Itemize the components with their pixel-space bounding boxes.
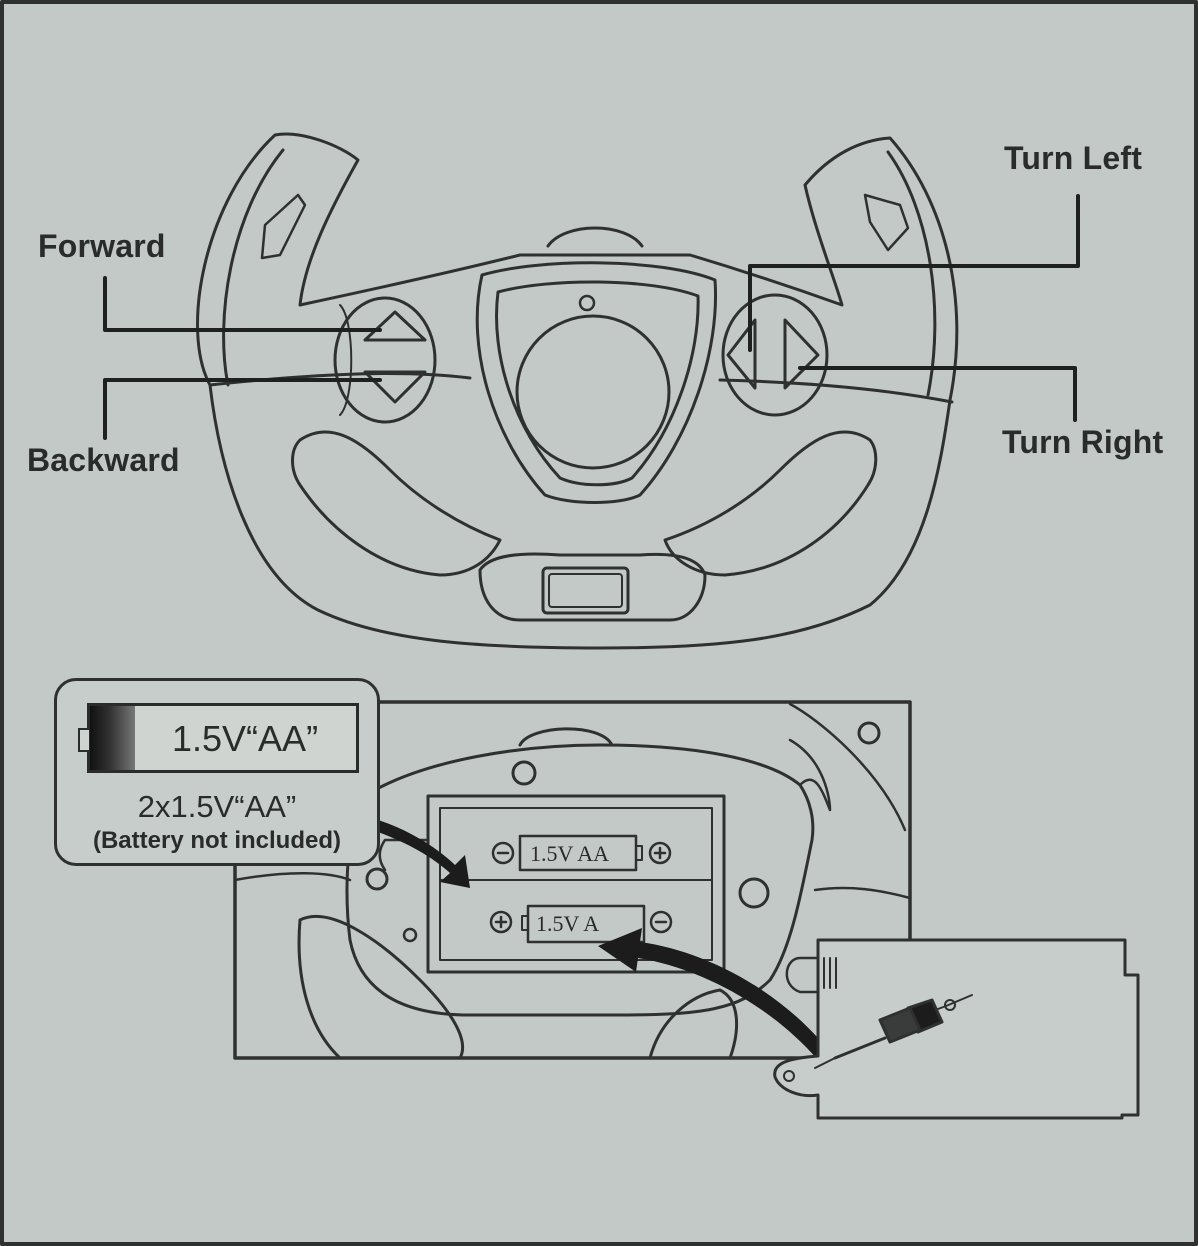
callout-lines bbox=[103, 194, 1080, 440]
forward-line bbox=[103, 276, 382, 332]
right-handgrip bbox=[663, 430, 878, 577]
battery-compartment-view bbox=[233, 700, 912, 1060]
cell-2-label: 1.5V A bbox=[536, 911, 600, 936]
backward-arrow bbox=[363, 370, 427, 404]
forward-arrow bbox=[363, 310, 427, 342]
center-hub-outer bbox=[475, 261, 718, 504]
forward-backward-pad bbox=[333, 296, 437, 424]
battery-icon: 1.5V“AA” bbox=[78, 703, 359, 773]
battery-quantity-label: 2x1.5V“AA” bbox=[137, 789, 297, 824]
turn-right-line bbox=[798, 366, 1077, 422]
cell-1-label: 1.5V AA bbox=[530, 841, 610, 866]
power-led bbox=[578, 294, 596, 312]
center-dial bbox=[515, 314, 671, 470]
battery-cover bbox=[773, 938, 1140, 1120]
steering-wheel-controller bbox=[196, 132, 959, 650]
forward-label: Forward bbox=[38, 228, 166, 264]
controller-body bbox=[196, 132, 959, 650]
lower-insert-arrow bbox=[598, 928, 818, 1060]
battery-terminal bbox=[78, 728, 89, 752]
turn-left-label: Turn Left bbox=[1004, 140, 1143, 176]
center-hub-inner bbox=[495, 280, 700, 487]
turn-right-arrow bbox=[783, 318, 820, 390]
backward-label: Backward bbox=[27, 442, 180, 478]
left-right-pad bbox=[721, 293, 829, 417]
left-handgrip bbox=[291, 430, 502, 577]
screwdriver-icon bbox=[814, 994, 973, 1069]
right-paddle-slot bbox=[863, 193, 910, 252]
battery-note-label: (Battery not included) bbox=[92, 827, 341, 854]
battery-type-label: 1.5V“AA” bbox=[172, 718, 319, 759]
turn-left-line bbox=[748, 194, 1080, 352]
backward-line bbox=[103, 378, 382, 440]
insertion-arrows bbox=[378, 820, 818, 1060]
power-switch bbox=[541, 566, 630, 615]
turn-left-arrow bbox=[726, 318, 757, 390]
upper-insert-arrow bbox=[378, 820, 470, 888]
left-paddle-slot bbox=[260, 193, 307, 260]
battery-charge-shading bbox=[90, 706, 135, 770]
battery-info-callout: 1.5V“AA” 2x1.5V“AA” (Battery not include… bbox=[54, 678, 380, 866]
turn-right-label: Turn Right bbox=[1002, 424, 1164, 460]
